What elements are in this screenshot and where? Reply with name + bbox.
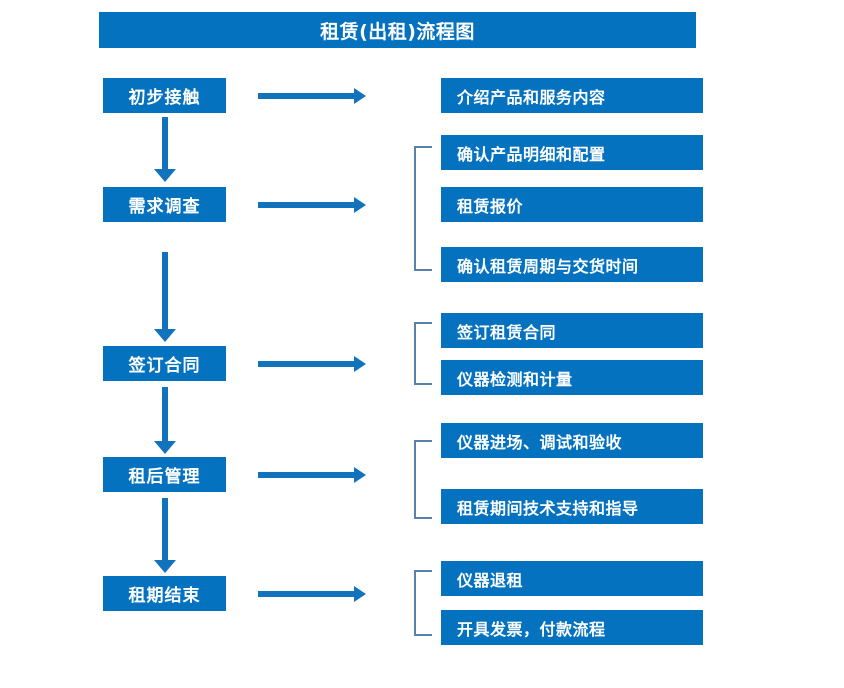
arrow-shaft [162,498,168,560]
detail-box-invoice-payment-process[interactable]: 开具发票，付款流程 [441,610,703,645]
down-arrow-3 [154,387,176,454]
arrow-head [154,169,176,182]
group-bracket-post-rental-management [414,440,432,519]
stage-box-requirement-survey[interactable]: 需求调查 [103,187,226,222]
stage-box-post-rental-management[interactable]: 租后管理 [103,457,226,492]
right-arrow-4 [258,467,366,483]
group-bracket-requirement-survey [414,146,432,271]
right-arrow-1 [258,88,366,104]
detail-box-rental-quotation[interactable]: 租赁报价 [441,187,703,222]
detail-box-technical-support-guidance[interactable]: 租赁期间技术支持和指导 [441,489,703,524]
arrow-shaft [162,117,168,169]
arrow-shaft [162,252,168,329]
right-arrow-5 [258,586,366,602]
stage-box-rental-end[interactable]: 租期结束 [103,576,226,611]
arrow-shaft [258,361,354,367]
group-bracket-rental-end [414,570,432,636]
down-arrow-1 [154,117,176,182]
detail-box-confirm-rental-period-delivery[interactable]: 确认租赁周期与交货时间 [441,247,703,282]
arrow-shaft [258,591,354,597]
detail-box-confirm-product-details[interactable]: 确认产品明细和配置 [441,135,703,170]
stage-box-sign-contract[interactable]: 签订合同 [103,346,226,381]
arrow-head [354,356,366,372]
arrow-shaft [162,387,168,441]
detail-box-instrument-inspection-metering[interactable]: 仪器检测和计量 [441,360,703,395]
detail-box-instrument-return[interactable]: 仪器退租 [441,561,703,596]
right-arrow-2 [258,197,366,213]
group-bracket-sign-contract [414,322,432,385]
detail-box-sign-rental-contract[interactable]: 签订租赁合同 [441,313,703,348]
down-arrow-4 [154,498,176,573]
stage-box-initial-contact[interactable]: 初步接触 [103,78,226,113]
arrow-head [154,441,176,454]
detail-box-instrument-entry-commissioning-acceptance[interactable]: 仪器进场、调试和验收 [441,423,703,458]
diagram-title: 租赁(出租)流程图 [99,12,696,48]
arrow-head [354,197,366,213]
arrow-head [354,467,366,483]
detail-box-introduce-products-services[interactable]: 介绍产品和服务内容 [441,78,703,113]
arrow-head [154,329,176,342]
arrow-shaft [258,93,354,99]
arrow-shaft [258,202,354,208]
arrow-head [154,560,176,573]
arrow-shaft [258,472,354,478]
down-arrow-2 [154,252,176,342]
arrow-head [354,88,366,104]
arrow-head [354,586,366,602]
right-arrow-3 [258,356,366,372]
